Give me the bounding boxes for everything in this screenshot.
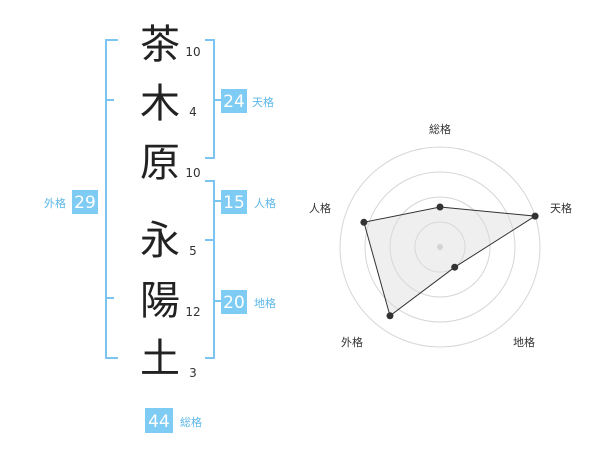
name-char-6: 土 — [140, 336, 180, 382]
stroke-count-4: 5 — [189, 244, 197, 258]
radar-point-4 — [386, 312, 394, 320]
jinkaku-badge: 15 人格 — [221, 190, 276, 214]
soukaku-value-box — [145, 408, 173, 433]
chikaku-badge: 20 地格 — [221, 290, 276, 314]
soukaku-value: 44 — [148, 412, 170, 432]
tenkaku-bracket — [205, 39, 221, 159]
gaikaku-bracket — [105, 39, 118, 359]
name-char-4: 永 — [140, 218, 180, 264]
radar-label-gaikaku: 外格 — [341, 335, 363, 349]
gaikaku-value-box — [72, 190, 98, 214]
stroke-count-2: 4 — [189, 105, 197, 119]
stroke-counts: 10 4 10 5 12 3 — [185, 45, 200, 380]
radar-center-dot — [437, 244, 443, 250]
tenkaku-value: 24 — [223, 92, 245, 112]
name-characters: 茶 木 原 永 陽 土 — [140, 22, 180, 382]
chikaku-value-box — [221, 290, 247, 314]
stroke-count-5: 12 — [185, 305, 200, 319]
jinkaku-bracket — [205, 180, 221, 241]
radar-label-tenkaku: 天格 — [550, 201, 572, 215]
radar-series-area — [363, 206, 537, 317]
tenkaku-badge: 24 天格 — [221, 89, 274, 113]
radar-label-chikaku: 地格 — [513, 335, 535, 349]
radar-ring-1 — [414, 221, 466, 273]
radar-label-jinkaku: 人格 — [309, 201, 331, 215]
name-char-1: 茶 — [140, 22, 180, 68]
radar-label-soukaku: 総格 — [429, 122, 451, 136]
gaikaku-badge: 29 外格 — [44, 190, 98, 214]
name-char-2: 木 — [140, 81, 180, 127]
radar-point-2 — [531, 212, 539, 220]
soukaku-badge: 44 総格 — [145, 408, 202, 433]
chikaku-bracket — [205, 239, 221, 359]
gaikaku-value: 29 — [74, 193, 96, 213]
radar-points — [360, 203, 539, 320]
stroke-count-1: 10 — [185, 45, 200, 59]
fortune-radar-chart: 総格 天格 地格 外格 人格 — [309, 122, 572, 349]
chikaku-label: 地格 — [254, 296, 276, 310]
radar-point-3 — [451, 263, 459, 271]
radar-ring-4 — [339, 146, 541, 348]
radar-ring-2 — [389, 196, 491, 298]
stroke-count-6: 3 — [189, 366, 197, 380]
jinkaku-value-box — [221, 190, 247, 214]
name-char-5: 陽 — [140, 278, 180, 324]
radar-point-5 — [360, 218, 368, 226]
radar-axis-labels: 総格 天格 地格 外格 人格 — [309, 122, 572, 349]
tenkaku-label: 天格 — [252, 95, 274, 109]
soukaku-label: 総格 — [180, 415, 202, 429]
jinkaku-label: 人格 — [254, 196, 276, 210]
gaikaku-label: 外格 — [44, 196, 66, 210]
chikaku-value: 20 — [223, 293, 245, 313]
radar-point-1 — [436, 203, 444, 211]
stroke-count-3: 10 — [185, 166, 200, 180]
jinkaku-value: 15 — [223, 193, 245, 213]
name-char-3: 原 — [140, 140, 180, 186]
radar-ring-3 — [364, 171, 516, 323]
tenkaku-value-box — [221, 89, 247, 113]
